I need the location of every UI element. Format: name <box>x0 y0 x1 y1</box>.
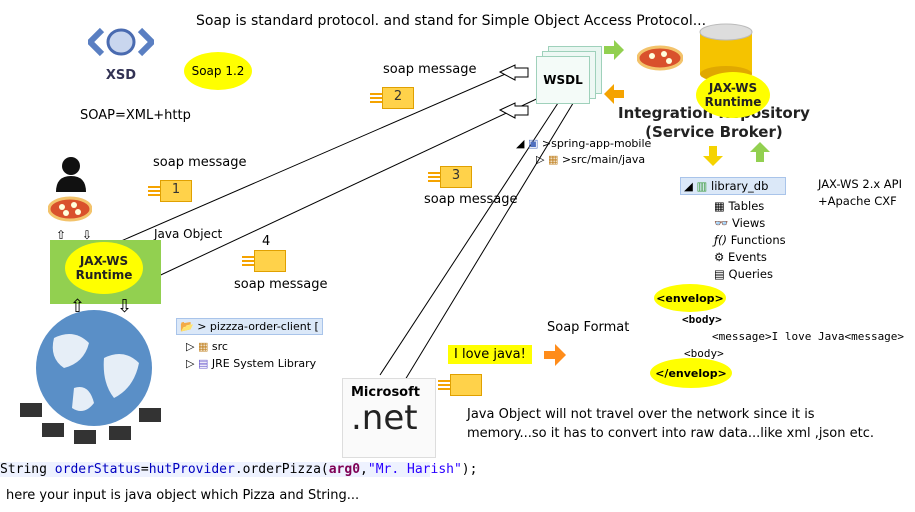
down-arrow-large-icon: ⇩ <box>117 296 133 317</box>
xsd-label: XSD <box>105 68 137 83</box>
code-end: ); <box>461 462 478 477</box>
db-item-label: Views <box>731 216 766 230</box>
soap-message-label-4: soap message <box>234 277 328 292</box>
soap-equation: SOAP=XML+http <box>80 108 191 123</box>
code-type: String <box>0 462 55 477</box>
database-small-icon: ▥ <box>696 179 708 193</box>
message-1-icon: 1 <box>148 180 192 202</box>
wsdl-document-icon: WSDL <box>536 46 604 104</box>
top-description: Soap is standard protocol. and stand for… <box>196 13 707 29</box>
db-item-views[interactable]: 👓 Views <box>714 216 786 230</box>
db-item-label: Queries <box>728 267 773 281</box>
network-globe-icon <box>14 308 174 453</box>
views-icon: 👓 <box>714 216 729 230</box>
jaxws-api-label: JAX-WS 2.x API +Apache CXF <box>818 177 902 208</box>
envelope-close-tag: </envelop> <box>650 358 732 388</box>
db-item-tables[interactable]: ▦ Tables <box>714 199 786 213</box>
database-icon <box>698 22 754 82</box>
green-arrow-right-icon <box>604 40 624 64</box>
integration-repository-label: Integration Repository (Service Broker) <box>618 104 810 141</box>
soap-message-label-3: soap message <box>424 192 518 207</box>
tables-icon: ▦ <box>714 199 725 213</box>
body-open-tag: <body> <box>682 313 722 326</box>
tree-item-jre[interactable]: ▷ ▤ JRE System Library <box>186 357 317 370</box>
tree-item-label: JRE System Library <box>211 357 317 370</box>
explanation-text: Java Object will not travel over the net… <box>467 407 874 441</box>
orange-arrow-left-icon <box>604 84 624 108</box>
package-icon: ▦ <box>547 153 559 166</box>
java-object-label: Java Object <box>154 227 223 241</box>
wsdl-label: WSDL <box>536 56 590 104</box>
jaxws-runtime-client-box: JAX-WS Runtime <box>50 240 161 304</box>
client-project-root[interactable]: 📂 > pizzza-order-client [ <box>176 318 323 335</box>
code-variable: orderStatus <box>54 462 141 477</box>
events-icon: ⚙ <box>714 250 725 264</box>
message-number-2: 2 <box>393 89 403 104</box>
soap-format-label: Soap Format <box>547 320 630 335</box>
orange-arrow-right-icon <box>544 344 566 370</box>
pizza-icon <box>47 196 93 222</box>
library-icon: ▤ <box>197 357 209 370</box>
message-number-1: 1 <box>171 182 181 197</box>
code-arg: arg0 <box>328 462 361 477</box>
message-number-3: 3 <box>451 168 461 183</box>
server-project-tree: ◢ ▣ >spring-app-mobile ▷ ▦ >src/main/jav… <box>516 137 651 166</box>
db-item-label: Events <box>727 250 767 264</box>
tree-item-label: src <box>211 340 228 353</box>
server-project-name: spring-app-mobile <box>551 137 652 150</box>
code-equals: = <box>140 462 149 477</box>
body-close-tag: <body> <box>684 347 724 360</box>
up-arrow-icon: ⇧ <box>56 228 67 242</box>
dotnet-logo: Microsoft .net <box>342 378 436 458</box>
client-project-name: > pizzza-order-client [ <box>197 320 319 333</box>
db-item-queries[interactable]: ▤ Queries <box>714 267 786 281</box>
message-number-4: 4 <box>262 234 271 249</box>
server-project-root[interactable]: ◢ ▣ >spring-app-mobile <box>516 137 652 150</box>
queries-icon: ▤ <box>714 267 725 281</box>
message-2-icon: 2 <box>370 87 414 109</box>
down-arrow-icon: ⇩ <box>82 228 93 242</box>
code-method: .orderPizza( <box>234 462 329 477</box>
soap-message-label-2: soap message <box>383 62 477 77</box>
yellow-arrow-down-icon <box>703 146 723 170</box>
message-3-icon: 3 <box>428 166 472 188</box>
user-icon <box>54 156 88 192</box>
db-item-label: Functions <box>730 233 786 247</box>
code-object: hutProvider <box>148 462 235 477</box>
database-root[interactable]: ◢ ▥ library_db <box>680 177 786 195</box>
package-icon: ▦ <box>197 340 209 353</box>
xsd-icon: XSD <box>85 22 157 83</box>
folder-icon: 📂 <box>180 320 194 333</box>
tree-item-src[interactable]: ▷ ▦ src <box>186 340 228 353</box>
code-comma: , <box>360 462 368 477</box>
soap-version-badge: Soap 1.2 <box>184 52 252 90</box>
project-icon: ▣ <box>527 137 539 150</box>
love-java-label: I love java! <box>448 345 532 364</box>
pizza-server-icon <box>636 45 684 71</box>
server-src-label: src/main/java <box>571 153 646 166</box>
bottom-note: here your input is java object which Piz… <box>6 488 360 503</box>
client-project-tree: 📂 > pizzza-order-client [ ▷ ▦ src ▷ ▤ JR… <box>176 318 323 370</box>
db-item-events[interactable]: ⚙ Events <box>714 250 786 264</box>
love-java-message-icon <box>438 374 482 396</box>
database-name: library_db <box>711 179 769 193</box>
code-string: "Mr. Harish" <box>367 462 462 477</box>
jaxws-runtime-client: JAX-WS Runtime <box>65 242 143 294</box>
db-item-label: Tables <box>728 199 765 213</box>
message-4-icon <box>242 250 286 272</box>
soap-message-label-1: soap message <box>153 155 247 170</box>
envelope-open-tag: <envelop> <box>654 284 726 312</box>
db-item-functions[interactable]: ƒ() Functions <box>714 233 786 247</box>
green-arrow-up-icon <box>750 142 770 166</box>
database-tree: ◢ ▥ library_db ▦ Tables 👓 Views ƒ() Func… <box>680 177 786 281</box>
jaxws-runtime-server: JAX-WS Runtime <box>696 72 770 118</box>
functions-icon: ƒ() <box>714 233 728 247</box>
envelope-message: <message>I love Java<message> <box>712 330 905 343</box>
server-src-item[interactable]: ▷ ▦ >src/main/java <box>536 153 646 166</box>
code-line: String orderStatus=hutProvider.orderPizz… <box>0 462 477 477</box>
